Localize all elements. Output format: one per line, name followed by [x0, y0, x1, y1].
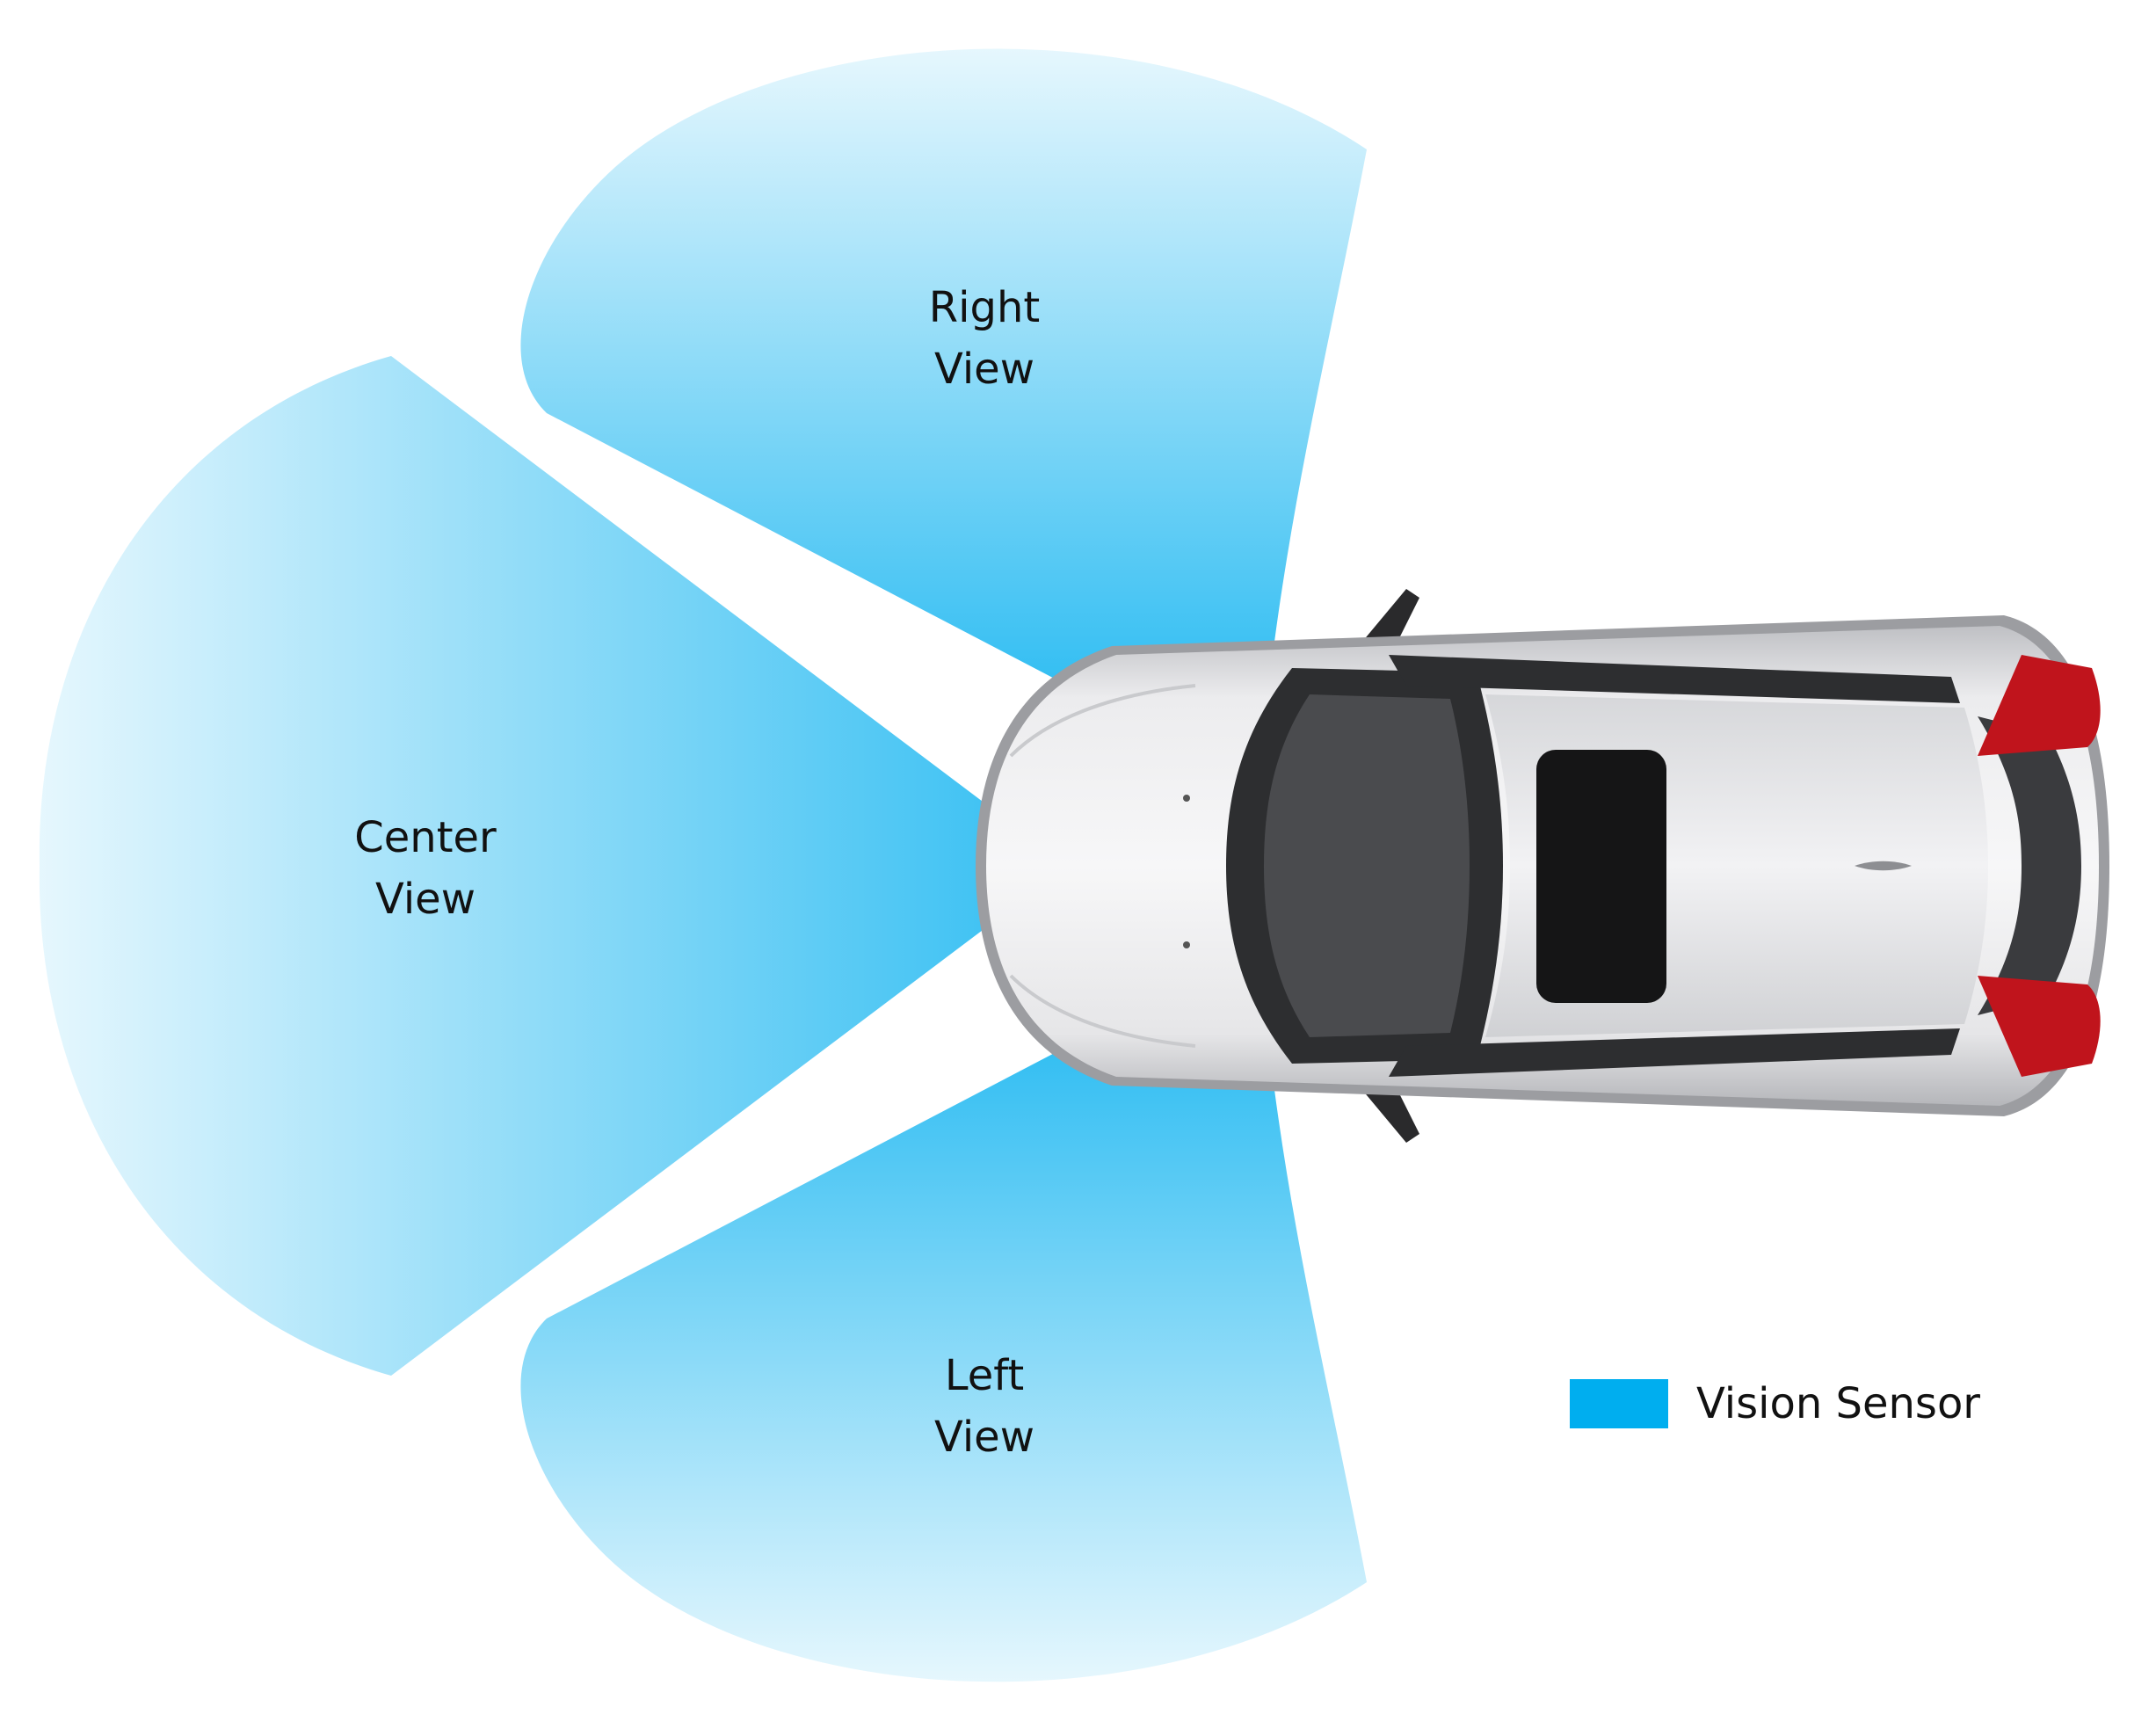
right-view-label-line2: View	[934, 345, 1034, 394]
vision-sensor-legend-label: Vision Sensor	[1696, 1379, 1981, 1428]
left-view-label: Left View	[844, 1345, 1125, 1468]
left-taillight	[1978, 655, 2101, 756]
center-view-sensor-field	[39, 356, 1068, 1376]
left-view-label-line1: Left	[944, 1351, 1025, 1400]
legend: Vision Sensor	[1570, 1377, 1980, 1430]
center-view-label-line2: View	[375, 875, 475, 924]
left-view-sensor-field	[520, 1046, 1367, 1682]
center-view-label: Center View	[285, 807, 566, 930]
car-top-view-icon	[976, 589, 2109, 1143]
right-taillight	[1978, 976, 2101, 1077]
right-view-label: Right View	[844, 277, 1125, 400]
right-view-sensor-field	[520, 48, 1367, 687]
right-view-label-line1: Right	[928, 283, 1041, 332]
center-view-label-line1: Center	[354, 813, 497, 862]
left-view-label-line2: View	[934, 1413, 1034, 1462]
vision-sensor-legend-swatch	[1570, 1379, 1668, 1428]
